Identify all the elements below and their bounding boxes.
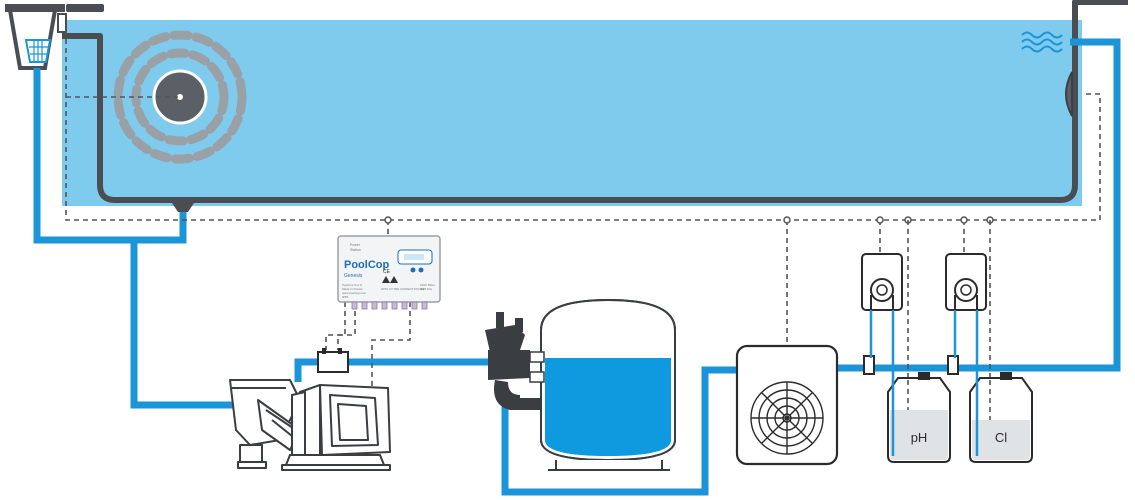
waves-icon <box>1021 31 1063 53</box>
controller-right-info-1: Max 10A <box>420 287 432 291</box>
controller-brand-small: Power <box>350 243 361 247</box>
dosing-pump-cl <box>945 253 987 311</box>
pressure-sensor <box>317 348 349 373</box>
pool-wall <box>62 0 1128 203</box>
poolcop-controller: Power Station PoolCop Genesis PoolCop S.… <box>337 235 441 310</box>
skimmer-basket-icon <box>24 39 52 63</box>
pool-basin <box>62 0 1128 206</box>
controller-left-info-0: PoolCop S.A.S <box>342 283 362 287</box>
controller-display <box>397 249 433 273</box>
svg-text:CE: CE <box>383 269 391 275</box>
controller-model: Genesis <box>344 273 363 279</box>
controller-left-info-2: www.poolcop.com <box>342 291 367 295</box>
skimmer <box>5 4 104 70</box>
fan-icon <box>750 381 824 455</box>
pool-water <box>62 20 1082 206</box>
controller-left-info-1: Made in France <box>342 287 363 291</box>
canister-ph-label: pH <box>911 430 928 445</box>
main-drain <box>170 200 196 212</box>
controller-brand-small2: Station <box>350 248 361 252</box>
controller-name: PoolCop <box>344 259 389 271</box>
injection-points <box>863 355 959 375</box>
sensor-cables <box>65 30 1101 386</box>
level-probes <box>907 220 991 410</box>
dosing-pump-ph <box>861 253 903 311</box>
controller-left-info-3: IP55 <box>342 295 349 299</box>
controller-warning-text: WITH UV TRE CONNECTION UNIT <box>381 287 426 291</box>
sand-filter <box>540 298 676 471</box>
skimmer-lid <box>66 4 104 12</box>
cable-glands <box>351 301 428 310</box>
warning-icons: CE <box>382 269 398 283</box>
pump <box>229 379 391 471</box>
canister-cl: Cl <box>969 372 1033 463</box>
canister-cl-label: Cl <box>995 430 1007 445</box>
multiport-valve <box>485 312 545 410</box>
controller-right-info-0: 230V 50Hz <box>420 283 435 287</box>
pool-cleaner-icon <box>113 30 247 164</box>
pool-light-icon <box>1065 71 1073 117</box>
level-sensor-icon <box>57 13 67 33</box>
canister-ph: pH <box>887 372 951 463</box>
heat-pump <box>735 344 839 466</box>
water-pipes <box>33 38 1121 496</box>
